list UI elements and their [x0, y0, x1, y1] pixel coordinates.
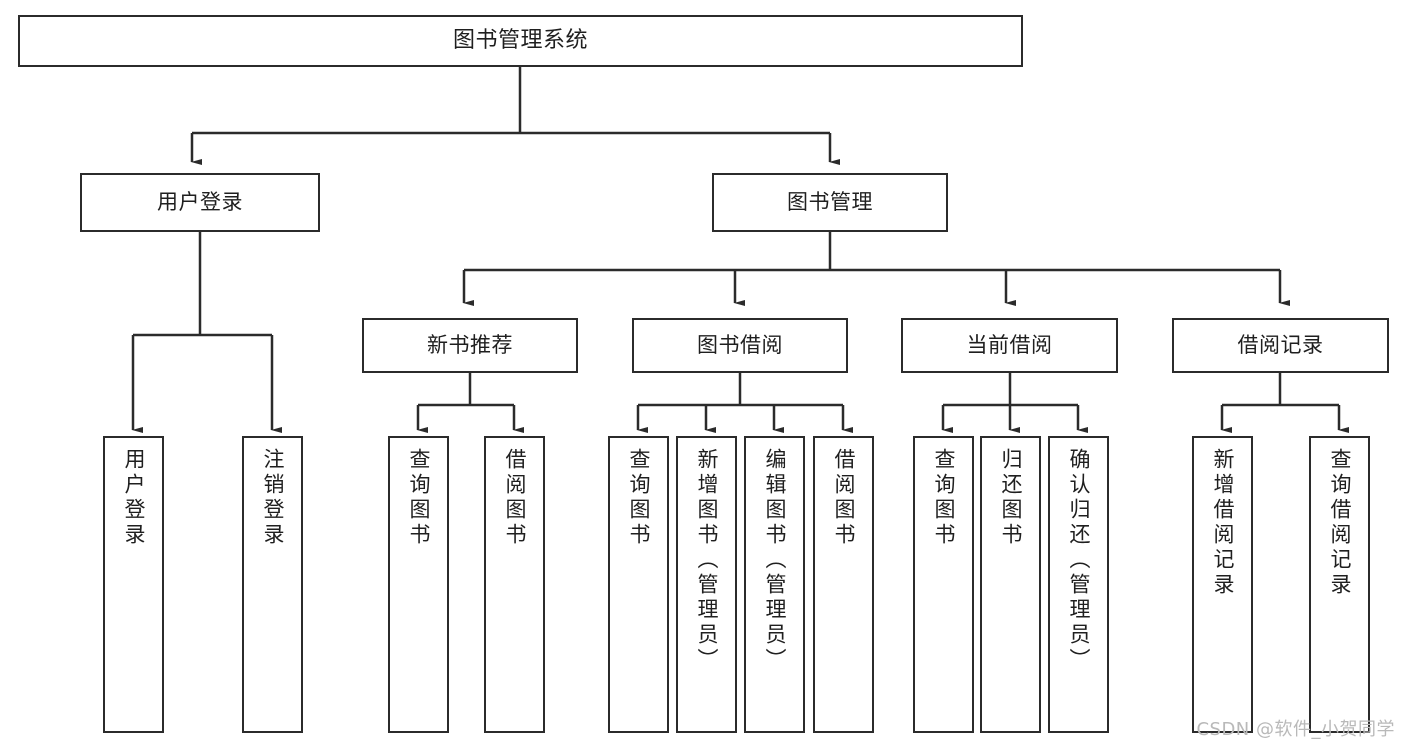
node-leaf-record-query-label: 查询借阅记录	[1328, 448, 1352, 598]
node-leaf-borrow-add-label: 新增图书（管理员）	[695, 448, 719, 673]
node-leaf-user-login-label: 用户登录	[122, 448, 146, 548]
node-user-login-label: 用户登录	[157, 190, 243, 215]
node-leaf-current-confirm-return-label: 确认归还（管理员）	[1067, 448, 1091, 673]
node-root-label: 图书管理系统	[452, 27, 588, 53]
node-leaf-borrow-lend[interactable]: 借阅图书	[813, 436, 874, 733]
node-borrow-records-label: 借阅记录	[1237, 333, 1324, 358]
node-root[interactable]: 图书管理系统	[18, 15, 1023, 67]
node-leaf-record-query[interactable]: 查询借阅记录	[1309, 436, 1370, 733]
node-leaf-borrow-edit[interactable]: 编辑图书（管理员）	[744, 436, 805, 733]
csdn-watermark: CSDN @软件_小贺同学	[1196, 719, 1395, 740]
node-leaf-current-query-label: 查询图书	[932, 448, 956, 548]
node-leaf-record-add[interactable]: 新增借阅记录	[1192, 436, 1253, 733]
node-book-management-label: 图书管理	[787, 190, 873, 215]
node-book-management[interactable]: 图书管理	[712, 173, 948, 232]
node-leaf-current-confirm-return[interactable]: 确认归还（管理员）	[1048, 436, 1109, 733]
node-leaf-logout[interactable]: 注销登录	[242, 436, 303, 733]
node-leaf-current-return-label: 归还图书	[999, 448, 1023, 548]
node-leaf-borrow-query-label: 查询图书	[627, 448, 651, 548]
node-new-book-recommend[interactable]: 新书推荐	[362, 318, 578, 373]
node-leaf-record-add-label: 新增借阅记录	[1211, 448, 1235, 598]
node-user-login[interactable]: 用户登录	[80, 173, 320, 232]
node-leaf-borrow-query[interactable]: 查询图书	[608, 436, 669, 733]
node-current-borrow-label: 当前借阅	[966, 333, 1053, 358]
node-leaf-current-query[interactable]: 查询图书	[913, 436, 974, 733]
node-book-borrow-label: 图书借阅	[697, 333, 783, 358]
node-leaf-newbook-query[interactable]: 查询图书	[388, 436, 449, 733]
node-borrow-records[interactable]: 借阅记录	[1172, 318, 1389, 373]
node-leaf-current-return[interactable]: 归还图书	[980, 436, 1041, 733]
node-leaf-logout-label: 注销登录	[261, 448, 285, 548]
node-leaf-newbook-borrow[interactable]: 借阅图书	[484, 436, 545, 733]
node-leaf-borrow-add[interactable]: 新增图书（管理员）	[676, 436, 737, 733]
node-leaf-borrow-edit-label: 编辑图书（管理员）	[763, 448, 787, 673]
node-current-borrow[interactable]: 当前借阅	[901, 318, 1118, 373]
node-leaf-user-login[interactable]: 用户登录	[103, 436, 164, 733]
node-leaf-newbook-borrow-label: 借阅图书	[503, 448, 527, 548]
node-leaf-newbook-query-label: 查询图书	[407, 448, 431, 548]
node-new-book-recommend-label: 新书推荐	[427, 333, 513, 358]
node-book-borrow[interactable]: 图书借阅	[632, 318, 848, 373]
node-leaf-borrow-lend-label: 借阅图书	[832, 448, 856, 548]
